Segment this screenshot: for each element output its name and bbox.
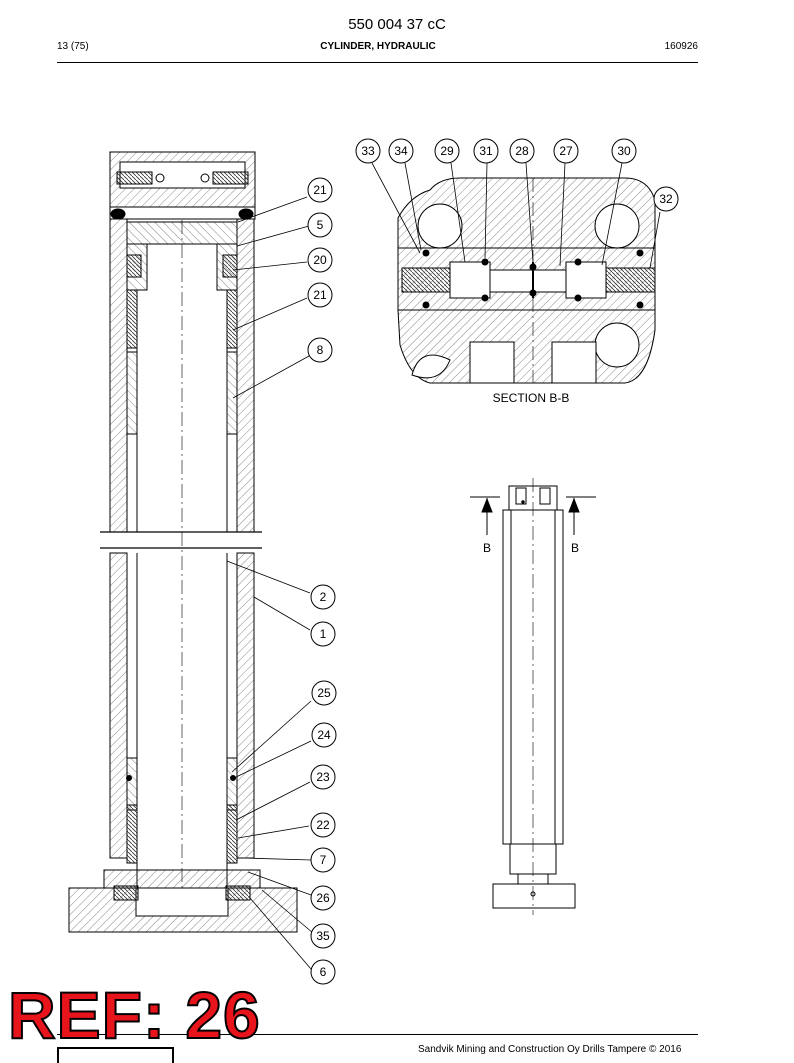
footer-copyright: Sandvik Mining and Construction Oy Drill… — [418, 1044, 682, 1055]
outer-tube-right — [236, 218, 255, 533]
callout-bubble: 27 — [553, 138, 579, 164]
callout-bubble: 30 — [611, 138, 637, 164]
section-leaders — [371, 162, 661, 269]
callout-bubble: 26 — [310, 885, 336, 911]
document-title: CYLINDER, HYDRAULIC — [320, 41, 436, 52]
callout-bubble: 7 — [310, 847, 336, 873]
svg-text:32: 32 — [659, 192, 673, 206]
callout-bubble: 21 — [307, 282, 333, 308]
footer-rule — [57, 1034, 698, 1035]
svg-text:34: 34 — [394, 144, 408, 158]
section-mark-left: B — [483, 541, 491, 555]
svg-text:20: 20 — [313, 253, 327, 267]
section-marks — [470, 496, 596, 535]
callout-bubble: 25 — [311, 680, 337, 706]
main-callouts: 21 5 20 21 8 2 1 25 24 23 22 7 26 35 6 — [307, 177, 337, 985]
svg-text:6: 6 — [320, 965, 327, 979]
section-callouts: 33 34 29 31 28 27 30 32 — [355, 138, 679, 212]
callout-bubble: 32 — [653, 186, 679, 212]
svg-text:21: 21 — [313, 288, 327, 302]
svg-text:33: 33 — [361, 144, 375, 158]
main-leaders — [226, 196, 314, 970]
callout-bubble: 6 — [310, 959, 336, 985]
outer-tube-left — [109, 218, 128, 533]
cylinder-section-view — [68, 151, 298, 933]
mounting-flange — [103, 869, 261, 889]
callout-bubble: 28 — [509, 138, 535, 164]
callout-bubble: 23 — [310, 764, 336, 790]
callout-bubble: 22 — [310, 812, 336, 838]
svg-text:30: 30 — [617, 144, 631, 158]
callout-bubble: 31 — [473, 138, 499, 164]
header-rule — [57, 62, 698, 63]
svg-text:35: 35 — [316, 929, 330, 943]
callout-bubble: 33 — [355, 138, 381, 164]
svg-text:28: 28 — [515, 144, 529, 158]
callout-bubble: 29 — [434, 138, 460, 164]
svg-text:2: 2 — [320, 590, 327, 604]
ref-stamp: REF: 26 — [7, 978, 261, 1052]
callout-bubble: 34 — [388, 138, 414, 164]
callout-bubble: 20 — [307, 247, 333, 273]
svg-text:24: 24 — [317, 728, 331, 742]
section-b-b-view — [397, 177, 656, 384]
svg-text:31: 31 — [479, 144, 493, 158]
svg-text:26: 26 — [316, 891, 330, 905]
callout-bubble: 1 — [310, 621, 336, 647]
svg-text:25: 25 — [317, 686, 331, 700]
callout-bubble: 24 — [311, 722, 337, 748]
callout-bubble: 21 — [307, 177, 333, 203]
svg-text:29: 29 — [440, 144, 454, 158]
section-label: SECTION B-B — [493, 391, 570, 405]
svg-text:7: 7 — [320, 853, 327, 867]
page-index: 13 (75) — [57, 41, 89, 52]
svg-text:21: 21 — [313, 183, 327, 197]
svg-text:23: 23 — [316, 770, 330, 784]
svg-text:22: 22 — [316, 818, 330, 832]
callout-bubble: 2 — [310, 584, 336, 610]
callout-bubble: 35 — [310, 923, 336, 949]
svg-text:27: 27 — [559, 144, 573, 158]
section-mark-right: B — [571, 541, 579, 555]
svg-text:8: 8 — [317, 343, 324, 357]
svg-text:5: 5 — [317, 218, 324, 232]
svg-text:1: 1 — [320, 627, 327, 641]
callout-bubble: 8 — [307, 337, 333, 363]
callout-bubble: 5 — [307, 212, 333, 238]
document-number: 550 004 37 cC — [348, 16, 446, 33]
document-date: 160926 — [664, 41, 698, 52]
cylinder-side-view — [492, 478, 576, 915]
